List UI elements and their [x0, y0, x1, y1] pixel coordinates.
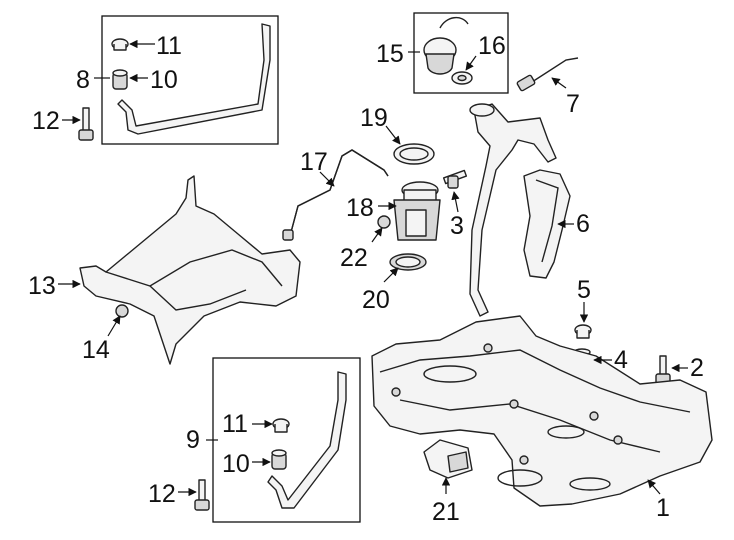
- callout-2: 2: [690, 354, 704, 382]
- callout-14: 14: [82, 336, 110, 364]
- callout-17: 17: [300, 148, 328, 176]
- bolt-12-upper: [78, 107, 94, 141]
- strap-bolt-cap-11-lower: [272, 418, 290, 433]
- callout-12-upper: 12: [32, 107, 60, 135]
- callout-10-lower: 10: [222, 450, 250, 478]
- bolt-2: [655, 355, 671, 385]
- bolt-12-lower: [194, 479, 210, 511]
- bolt-3: [442, 169, 468, 189]
- callout-4: 4: [614, 346, 628, 374]
- fuel-tank-strap-lower: [267, 371, 347, 509]
- filler-cap-seal-16: [451, 71, 473, 85]
- callout-13: 13: [28, 272, 56, 300]
- callout-9: 9: [186, 426, 200, 454]
- callout-7: 7: [566, 90, 580, 118]
- callout-3: 3: [450, 212, 464, 240]
- callout-21: 21: [432, 498, 460, 526]
- lock-ring-19: [393, 143, 435, 165]
- heat-shield-6: [523, 169, 571, 279]
- callout-16: 16: [478, 32, 506, 60]
- vent-line-17: [282, 149, 389, 241]
- callout-22: 22: [340, 244, 368, 272]
- sensor-harness-7: [516, 57, 579, 92]
- strap-kit-frame-upper: [101, 15, 279, 145]
- filler-neck-pipe: [469, 103, 557, 317]
- filler-cap-frame: [413, 12, 509, 94]
- leader-lines: [58, 39, 688, 497]
- strap-spacer-10-upper: [112, 69, 128, 90]
- strap-spacer-10-lower: [271, 449, 287, 470]
- pressure-sensor-22: [377, 215, 391, 229]
- callout-12-lower: 12: [148, 480, 176, 508]
- callout-19: 19: [360, 104, 388, 132]
- clip-14: [115, 304, 129, 318]
- callout-5: 5: [577, 276, 591, 304]
- callout-1: 1: [656, 494, 670, 522]
- callout-8: 8: [76, 66, 90, 94]
- bracket-21: [423, 439, 473, 479]
- callout-11-lower: 11: [222, 410, 248, 438]
- callout-10-upper: 10: [150, 66, 178, 94]
- fuel-tank-strap-upper: [117, 23, 271, 135]
- heat-shield-13: [79, 175, 301, 365]
- callout-18: 18: [346, 194, 374, 222]
- fuel-pump-module-18: [393, 181, 441, 241]
- strap-bolt-cap-11-upper: [111, 38, 129, 51]
- stopper-5: [574, 324, 592, 339]
- pump-seal-20: [389, 253, 427, 271]
- callout-20: 20: [362, 286, 390, 314]
- callout-11-upper: 11: [156, 32, 182, 60]
- fuel-tank-1: [371, 315, 713, 507]
- callout-6: 6: [576, 210, 590, 238]
- fuel-filler-cap-15: [423, 17, 469, 75]
- callout-15: 15: [376, 40, 404, 68]
